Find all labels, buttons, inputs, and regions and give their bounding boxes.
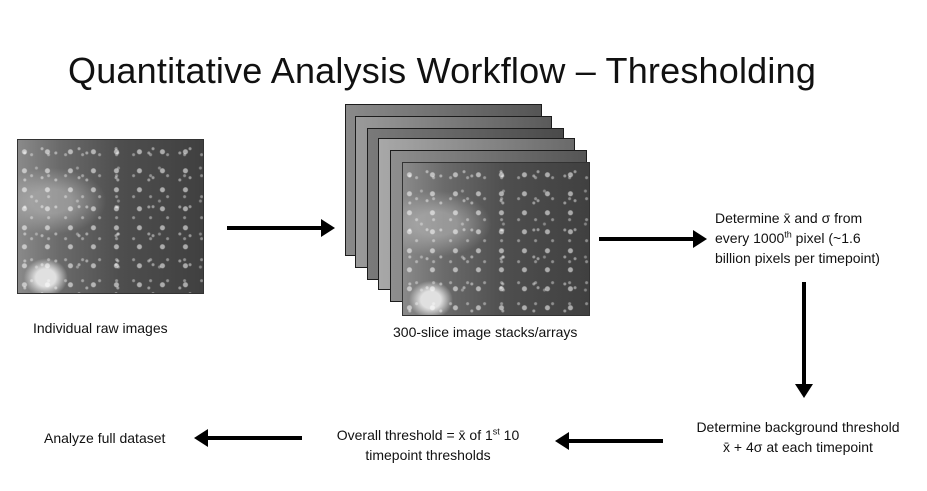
overall-line-2: timepoint thresholds xyxy=(365,447,491,463)
arrow-background-to-overall xyxy=(555,432,663,450)
stacks-label: 300-slice image stacks/arrays xyxy=(393,324,578,340)
background-line-2: x̄ + 4σ at each timepoint xyxy=(723,439,873,455)
stack-front-image xyxy=(402,162,590,316)
mean-sd-line-1: Determine x̄ and σ from xyxy=(715,210,863,226)
raw-images-label: Individual raw images xyxy=(33,320,168,336)
analyze-step: Analyze full dataset xyxy=(44,430,166,446)
page-title: Quantitative Analysis Workflow – Thresho… xyxy=(68,50,817,91)
arrow-stacks-to-mean-sd xyxy=(599,230,707,248)
arrow-overall-to-analyze xyxy=(194,429,302,447)
overall-line-1: Overall threshold = x̄ of 1st 10 xyxy=(336,426,520,443)
arrow-mean-sd-to-background xyxy=(795,282,813,400)
arrow-raw-to-stacks xyxy=(227,219,335,237)
raw-image xyxy=(17,139,204,294)
mean-sd-line-2: every 1000th pixel (~1.6 xyxy=(715,229,861,246)
background-line-1: Determine background threshold xyxy=(696,419,900,435)
overall-threshold-step: Overall threshold = x̄ of 1st 10 timepoi… xyxy=(308,425,548,465)
mean-sd-line-3: billion pixels per timepoint) xyxy=(715,250,880,266)
background-threshold-step: Determine background threshold x̄ + 4σ a… xyxy=(673,417,923,457)
mean-sd-step: Determine x̄ and σ from every 1000th pix… xyxy=(715,208,880,268)
